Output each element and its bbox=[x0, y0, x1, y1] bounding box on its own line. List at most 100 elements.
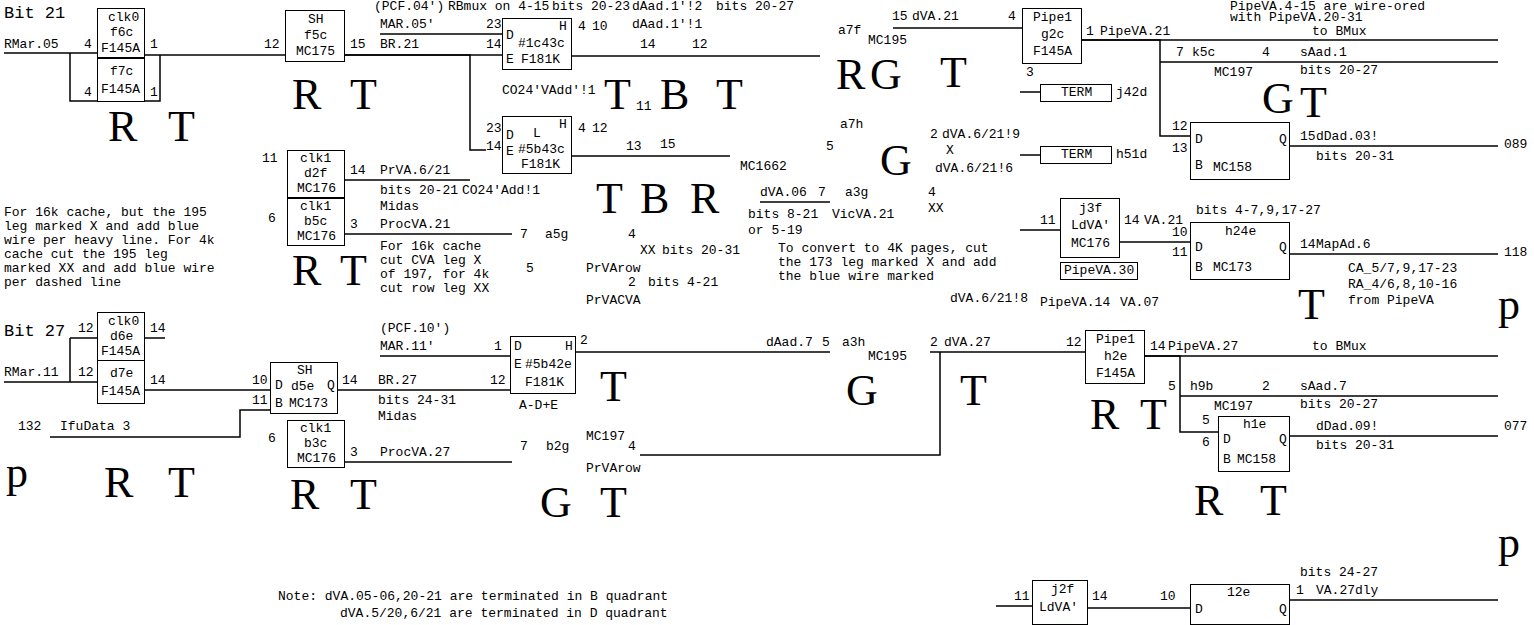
wire bbox=[345, 461, 512, 463]
wire bbox=[70, 53, 97, 101]
signal-label: 132 bbox=[18, 420, 41, 434]
stamp-letter: B bbox=[640, 176, 669, 222]
chip-text: F181K bbox=[521, 53, 560, 67]
signal-label: MC1662 bbox=[740, 160, 787, 174]
signal-label: or 5-19 bbox=[748, 224, 803, 238]
wire bbox=[572, 155, 730, 157]
wire-connector bbox=[145, 389, 270, 391]
signal-label: 12 bbox=[1172, 120, 1188, 134]
signal-label: MC195 bbox=[868, 350, 907, 364]
signal-label: (PCF.10') bbox=[380, 322, 450, 336]
chip-text: Q bbox=[1279, 433, 1287, 447]
chip-text: h2e bbox=[1104, 350, 1127, 364]
signal-label: bits 24-31 bbox=[378, 394, 456, 408]
signal-label: bits 20-31 bbox=[1316, 439, 1394, 453]
signal-label: Midas bbox=[380, 200, 419, 214]
stamp-letter: G bbox=[1262, 76, 1294, 122]
signal-label: dAad.1'!2 bbox=[632, 0, 702, 14]
signal-label: bits 20-31 bbox=[1316, 150, 1394, 164]
stamp-letter: B bbox=[660, 72, 689, 118]
chip-text: d6e bbox=[110, 330, 133, 344]
chip-text: D bbox=[1195, 241, 1203, 255]
signal-label: X bbox=[946, 144, 954, 158]
signal-label: 23 bbox=[486, 122, 502, 136]
signal-label: ProcVA.27 bbox=[380, 446, 450, 460]
chip-text: E bbox=[506, 53, 514, 67]
chip-box: clk1b5cMC176 bbox=[287, 198, 345, 246]
signal-label: 3 bbox=[350, 218, 358, 232]
signal-label: 2 bbox=[580, 334, 588, 348]
signal-label: 14 bbox=[486, 140, 502, 154]
signal-label: (PCF.04') bbox=[374, 0, 444, 14]
wire bbox=[1290, 599, 1498, 601]
signal-label: 4 bbox=[928, 186, 936, 200]
chip-text: MC176 bbox=[297, 230, 336, 244]
signal-label: Note: dVA.05-06,20-21 are terminated in … bbox=[278, 590, 668, 604]
signal-label: PipeVA.27 bbox=[1168, 340, 1238, 354]
chip-text: H bbox=[565, 340, 573, 354]
stamp-letter: T bbox=[350, 72, 377, 118]
chip-text: clk0 bbox=[108, 11, 139, 25]
signal-label: CA_5/7,9,17-23 bbox=[1348, 262, 1457, 276]
signal-label: 12 bbox=[78, 322, 94, 336]
signal-label: 11 bbox=[1172, 246, 1188, 260]
signal-label: 4 bbox=[628, 440, 636, 454]
signal-label: IfuData 3 bbox=[60, 420, 130, 434]
signal-label: dVA.6/21!8 bbox=[950, 292, 1028, 306]
wire bbox=[1020, 154, 1040, 156]
chip-text: F145A bbox=[1096, 367, 1135, 381]
signal-label: 13 bbox=[1172, 142, 1188, 156]
stamp-letter: G bbox=[540, 480, 572, 526]
signal-label: CO24'VAdd'!1 bbox=[502, 84, 596, 98]
chip-text: SH bbox=[297, 364, 313, 378]
chip-box: h1eDQBMC158 bbox=[1218, 416, 1290, 472]
chip-text: clk0 bbox=[108, 315, 139, 329]
chip-text: #5b43c bbox=[518, 143, 565, 157]
signal-label: ProcVA.21 bbox=[380, 218, 450, 232]
signal-label: 11 bbox=[252, 394, 268, 408]
wire bbox=[996, 605, 1032, 607]
chip-text: TERM bbox=[1061, 86, 1092, 100]
chip-text: #1c43c bbox=[518, 37, 565, 51]
chip-text: Q bbox=[1279, 603, 1287, 617]
chip-text: D bbox=[1223, 433, 1231, 447]
signal-label: PrVArow bbox=[586, 462, 641, 476]
signal-label: 5 bbox=[1168, 380, 1176, 394]
wire bbox=[145, 55, 160, 101]
chip-text: Q bbox=[1279, 241, 1287, 255]
signal-label: a7h bbox=[840, 118, 863, 132]
chip-text: f5c bbox=[304, 29, 327, 43]
chip-text: F181K bbox=[525, 376, 564, 390]
chip-text: E bbox=[514, 358, 522, 372]
chip-text: f7c bbox=[110, 65, 133, 79]
signal-label: a3h bbox=[842, 336, 865, 350]
stamp-letter: T bbox=[600, 364, 627, 410]
wire bbox=[1160, 61, 1498, 63]
chip-text: h24e bbox=[1225, 225, 1256, 239]
signal-label: MAR.05' bbox=[380, 18, 435, 32]
chip-text: F145A bbox=[101, 345, 140, 359]
chip-text: h1e bbox=[1243, 418, 1266, 432]
signal-label: 1 bbox=[494, 340, 502, 354]
stamp-letter: T bbox=[940, 50, 967, 96]
stamp-letter: T bbox=[168, 460, 195, 506]
signal-label: bits 20-23 bbox=[552, 0, 630, 14]
chip-box: clk1b3cMC176 bbox=[287, 420, 345, 468]
signal-label: 11 bbox=[1040, 214, 1056, 228]
signal-label: Bit 21 bbox=[4, 4, 65, 23]
signal-label: BR.21 bbox=[380, 38, 419, 52]
signal-label: 1 bbox=[150, 38, 158, 52]
signal-label: 2 bbox=[628, 276, 636, 290]
signal-label: bits 20-21 bbox=[380, 184, 458, 198]
signal-label: 23 bbox=[486, 18, 502, 32]
chip-text: H bbox=[559, 20, 567, 34]
signal-label: 6 bbox=[1202, 436, 1210, 450]
signal-label: dVA.5/20,6/21 are terminated in D quadra… bbox=[340, 607, 668, 621]
stamp-letter: G bbox=[880, 138, 912, 184]
signal-label: 12 bbox=[78, 366, 94, 380]
signal-label: 4 bbox=[84, 86, 92, 100]
chip-box: HDLE#5b43cF181K bbox=[502, 116, 572, 174]
signal-label: 1 bbox=[1296, 584, 1304, 598]
signal-label: 11 bbox=[262, 152, 278, 166]
wire bbox=[1290, 435, 1498, 437]
